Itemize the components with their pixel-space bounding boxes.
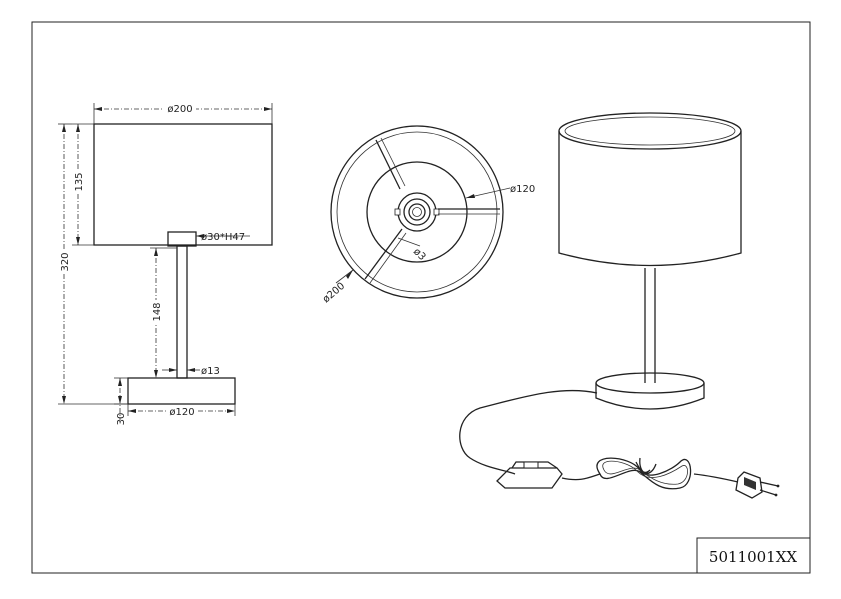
- side-holder: [167, 231, 197, 247]
- dim-wire-diameter: ø3: [411, 246, 428, 263]
- dim-top-shade-diameter: ø200: [321, 281, 347, 306]
- dim-base-height: 30: [116, 413, 127, 426]
- switch-icon: [496, 467, 563, 489]
- lamp-base-top: [595, 372, 705, 394]
- plug-icon: [735, 471, 780, 499]
- dim-shade-diameter: ø200: [167, 104, 192, 115]
- cable-coil: [596, 457, 692, 490]
- lamp-cable: [459, 389, 598, 475]
- product-code: 5011001XX: [709, 548, 797, 566]
- dim-base-diameter: ø120: [169, 407, 194, 418]
- top-shade-outer: [330, 125, 504, 299]
- side-shade: [93, 123, 273, 246]
- top-shade-inner: [336, 131, 498, 293]
- side-stem: [176, 245, 188, 379]
- lamp-base: [595, 383, 705, 410]
- dim-stem-height: 148: [152, 302, 163, 321]
- side-base: [127, 377, 236, 405]
- top-ring: [366, 161, 468, 263]
- top-view: ø120 ø3 ø200: [321, 125, 535, 306]
- product-code-box: 5011001XX: [696, 537, 811, 574]
- drawing-frame: [31, 21, 811, 574]
- dim-ring-diameter: ø120: [510, 184, 535, 195]
- dim-stem-diameter: ø13: [201, 366, 220, 377]
- dim-total-height: 320: [60, 252, 71, 271]
- top-spokes: [364, 137, 500, 284]
- lamp-shade: [558, 131, 742, 267]
- lamp-shade-top: [558, 112, 742, 150]
- perspective-view: [459, 112, 780, 499]
- side-view: ø200 135 320 ø30*H47 148 ø13: [57, 102, 273, 426]
- dim-shade-height: 135: [74, 172, 85, 191]
- dim-holder: ø30*H47: [201, 232, 245, 243]
